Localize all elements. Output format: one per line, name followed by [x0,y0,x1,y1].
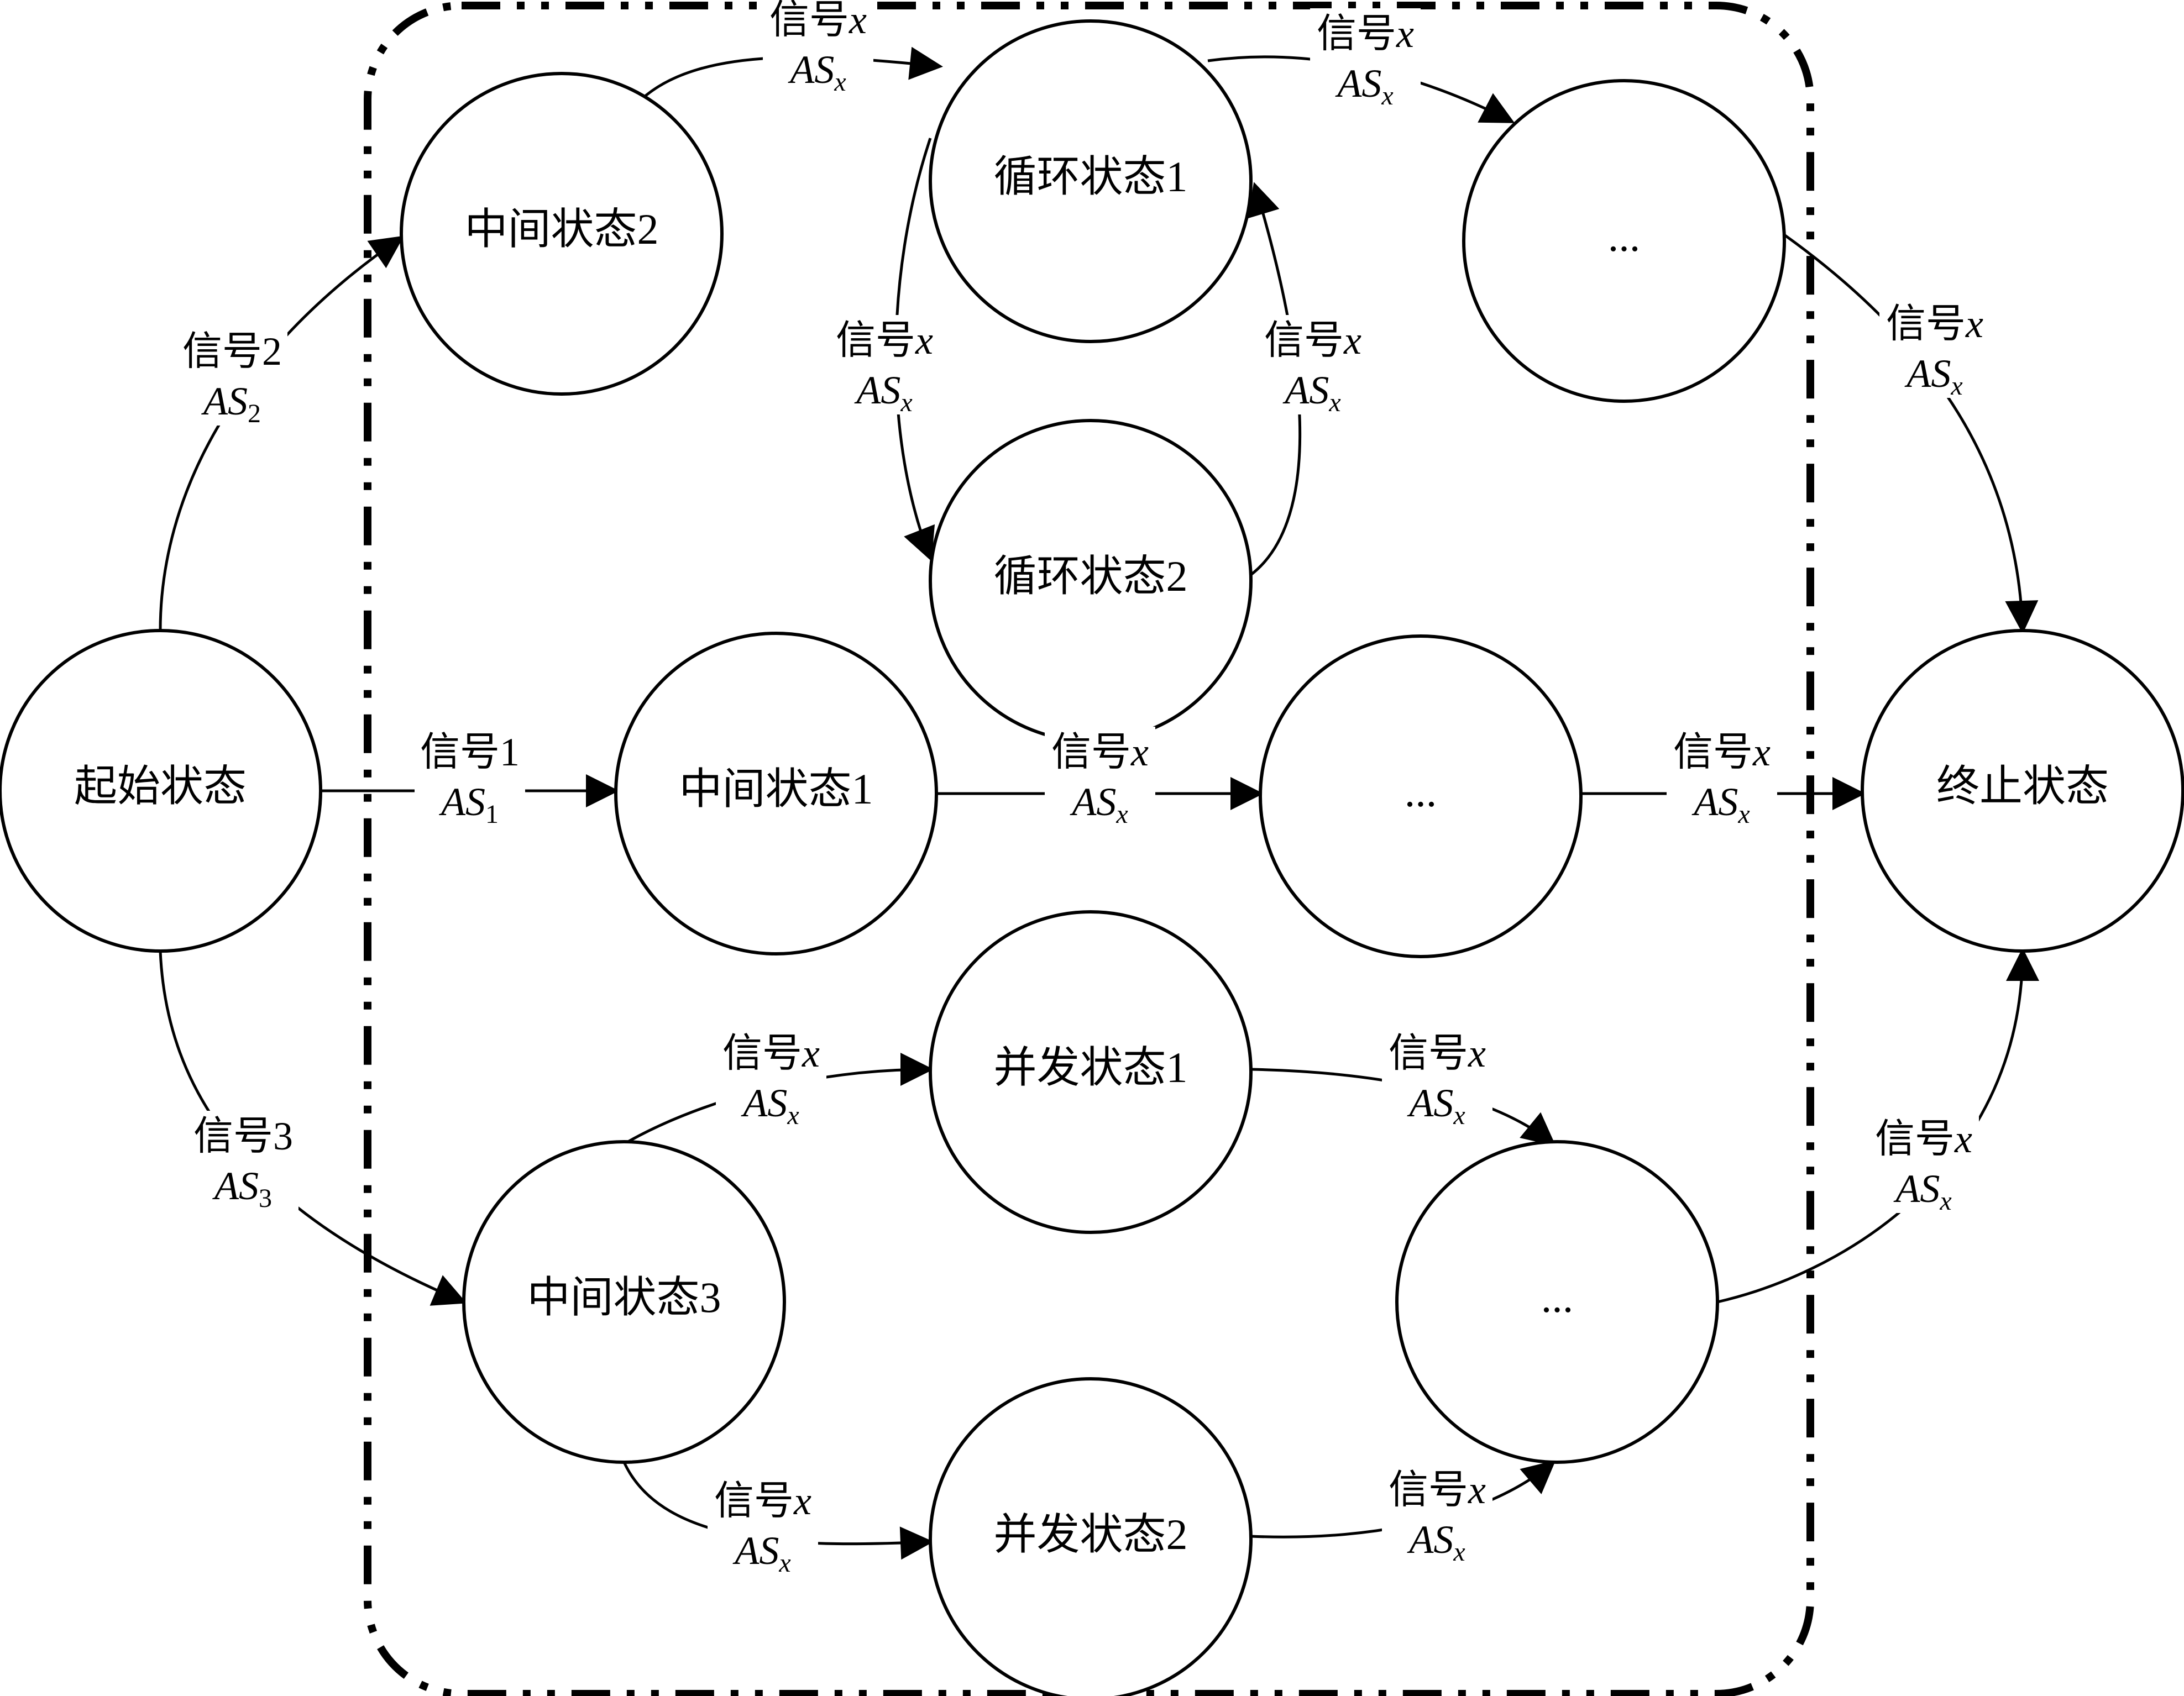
edge-signal-label: 信号3 [193,1114,293,1158]
state-label: ... [1405,768,1437,816]
edge-action-label: ASx [741,1081,799,1130]
state-node-mid3: 中间状态3 [462,1140,786,1464]
edge-signal-label: 信号x [1673,730,1771,774]
transition-start-to-mid2 [159,235,404,631]
edge-action-label: ASx [1335,61,1393,111]
edge-label-background [829,315,940,414]
edge-label-background [708,1476,818,1575]
edge-signal-label: 信号1 [420,730,520,774]
state-label: 循环状态1 [993,153,1187,201]
state-node-end: 终止状态 [1861,629,2184,953]
edge-label-background [188,1111,298,1210]
edge-label-background [1879,298,1990,398]
edge-signal-label: 信号x [1389,1468,1486,1512]
state-label: 起始状态 [74,762,247,810]
state-label: 循环状态2 [993,552,1187,600]
edge-action-label: ASx [1691,780,1750,829]
state-circle [1462,79,1786,403]
subsystem-boundary [364,2,1814,1696]
edge-label-background [1310,8,1421,108]
state-circle [462,1140,786,1464]
state-node-mid1: 中间状态1 [614,632,938,955]
state-circle [1861,629,2184,953]
transition-loop2-to-loop1 [1247,182,1302,576]
edge-action-label: ASx [1893,1167,1951,1216]
state-circle [929,1377,1253,1696]
edge-signal-label: 信号x [714,1479,811,1523]
edge-action-label: AS3 [212,1164,272,1213]
edge-signal-label: 信号2 [182,329,282,374]
edge-action-label: ASx [788,48,846,97]
state-node-bot_more: ... [1395,1140,1719,1464]
edge-signal-label: 信号x [1051,730,1149,774]
edge-action-label: AS2 [201,379,261,428]
edge-signal-label: 信号x [836,318,933,363]
state-circle [614,632,938,955]
edge-signal-label: 信号x [722,1031,820,1075]
state-circle [1259,634,1583,958]
state-circle [929,19,1253,343]
edge-action-label: ASx [1904,351,1962,401]
edge-label-background [716,1028,826,1127]
state-label: 并发状态2 [993,1510,1187,1558]
state-circle [929,910,1253,1234]
transition-top_more-to-end [1783,233,2039,634]
edge-signal-label: 信号x [1317,12,1414,56]
edge-action-label: AS1 [439,780,499,829]
edge-signal-label: 信号x [1875,1117,1972,1161]
edge-label-background [1868,1114,1979,1213]
state-node-start: 起始状态 [0,629,322,953]
edge-label-background [177,326,287,426]
state-node-conc1: 并发状态1 [929,910,1253,1234]
state-label: ... [1541,1273,1574,1321]
edge-label-background [1667,727,1777,826]
state-circle [0,629,322,953]
edge-signal-label: 信号x [1389,1031,1486,1075]
edge-label-background [763,0,873,94]
edge-label-background [1382,1464,1492,1564]
edge-action-label: ASx [1070,780,1128,829]
state-circle [1395,1140,1719,1464]
edge-signal-label: 信号x [769,0,867,42]
state-node-loop1: 循环状态1 [929,19,1253,343]
edge-action-label: ASx [1407,1081,1465,1130]
edge-label-background [1382,1028,1492,1127]
state-label: 终止状态 [1936,762,2109,810]
state-label: 并发状态1 [993,1043,1187,1091]
edge-label-background [1258,315,1368,414]
state-node-top_more: ... [1462,79,1786,403]
state-circle [400,72,724,396]
state-node-loop2: 循环状态2 [929,419,1253,743]
state-label: 中间状态3 [527,1273,721,1321]
state-node-mid2: 中间状态2 [400,72,724,396]
edge-action-label: ASx [854,368,912,417]
edge-action-label: ASx [1282,368,1340,417]
edge-label-background [1045,727,1155,826]
edge-action-label: ASx [1407,1518,1465,1567]
edge-label-background [415,727,525,826]
state-node-mid_more: ... [1259,634,1583,958]
state-label: 中间状态1 [679,765,873,813]
state-label: ... [1608,212,1641,260]
edge-signal-label: 信号x [1264,318,1361,363]
state-node-conc2: 并发状态2 [929,1377,1253,1696]
state-label: 中间状态2 [464,205,658,253]
edge-signal-label: 信号x [1886,302,1983,346]
edge-action-label: ASx [732,1529,790,1578]
